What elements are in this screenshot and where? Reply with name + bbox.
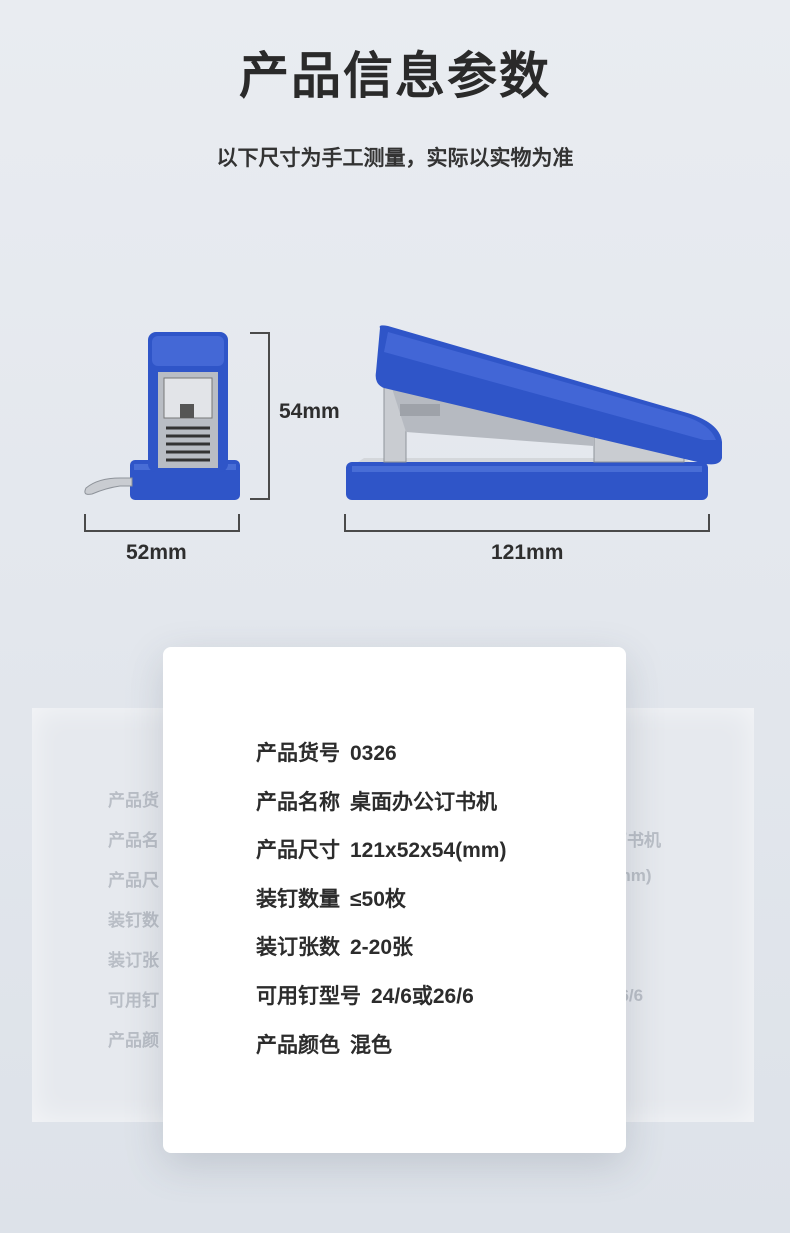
spec-row-size: 产品尺寸 121x52x54(mm) bbox=[256, 834, 506, 883]
spec-label: 可用钉型号 bbox=[256, 984, 361, 1008]
spec-value: 桌面办公订书机 bbox=[350, 790, 497, 814]
spec-label: 产品颜色 bbox=[256, 1033, 340, 1057]
width-bracket bbox=[84, 514, 240, 532]
spec-value: 混色 bbox=[350, 1033, 392, 1057]
ghost-item: 可用钉 bbox=[108, 991, 159, 1010]
ghost-item: 产品货 bbox=[108, 791, 159, 810]
spec-label: 产品名称 bbox=[256, 790, 340, 814]
spec-label: 装订张数 bbox=[256, 936, 340, 960]
spec-list: 产品货号 0326 产品名称桌面办公订书机 产品尺寸 121x52x54(mm) 装… bbox=[256, 737, 506, 1077]
stapler-side-view bbox=[346, 325, 722, 500]
spec-value: ≤50枚 bbox=[350, 887, 406, 911]
ghost-item: 装钉数 bbox=[108, 911, 159, 930]
spec-value: 121x52x54(mm) bbox=[350, 839, 507, 863]
ghost-item: 产品颜 bbox=[108, 1031, 159, 1050]
spec-card: 产品货号 0326 产品名称桌面办公订书机 产品尺寸 121x52x54(mm) 装… bbox=[163, 647, 626, 1153]
spec-row-staple-type: 可用钉型号 24/6或26/6 bbox=[256, 980, 506, 1029]
length-bracket bbox=[344, 514, 710, 532]
ghost-spec-list-left: 产品货 产品名 产品尺 装钉数 装订张 可用钉 产品颜 bbox=[108, 786, 159, 1066]
page-title: 产品信息参数 bbox=[239, 48, 551, 104]
length-label: 121mm bbox=[491, 541, 564, 564]
spec-row-color: 产品颜色混色 bbox=[256, 1029, 506, 1078]
spec-row-sheet-capacity: 装订张数 2-20张 bbox=[256, 931, 506, 980]
width-label: 52mm bbox=[126, 541, 187, 564]
spec-label: 产品尺寸 bbox=[256, 839, 340, 863]
stapler-front-view bbox=[84, 332, 240, 500]
height-label: 54mm bbox=[279, 400, 340, 423]
ghost-item: 装订张 bbox=[108, 951, 159, 970]
ghost-item: 产品尺 bbox=[108, 871, 159, 890]
spec-row-item-number: 产品货号 0326 bbox=[256, 737, 506, 786]
spec-row-staple-capacity: 装钉数量 ≤50枚 bbox=[256, 883, 506, 932]
spec-value: 0326 bbox=[350, 742, 397, 765]
spec-label: 装钉数量 bbox=[256, 887, 340, 911]
spec-value: 2-20张 bbox=[350, 936, 414, 960]
ghost-item: 产品名 bbox=[108, 831, 159, 850]
spec-value: 24/6或26/6 bbox=[371, 984, 474, 1008]
height-bracket bbox=[250, 332, 270, 500]
spec-row-product-name: 产品名称桌面办公订书机 bbox=[256, 786, 506, 835]
measurement-note: 以下尺寸为手工测量，实际以实物为准 bbox=[216, 147, 574, 170]
spec-label: 产品货号 bbox=[256, 742, 340, 765]
